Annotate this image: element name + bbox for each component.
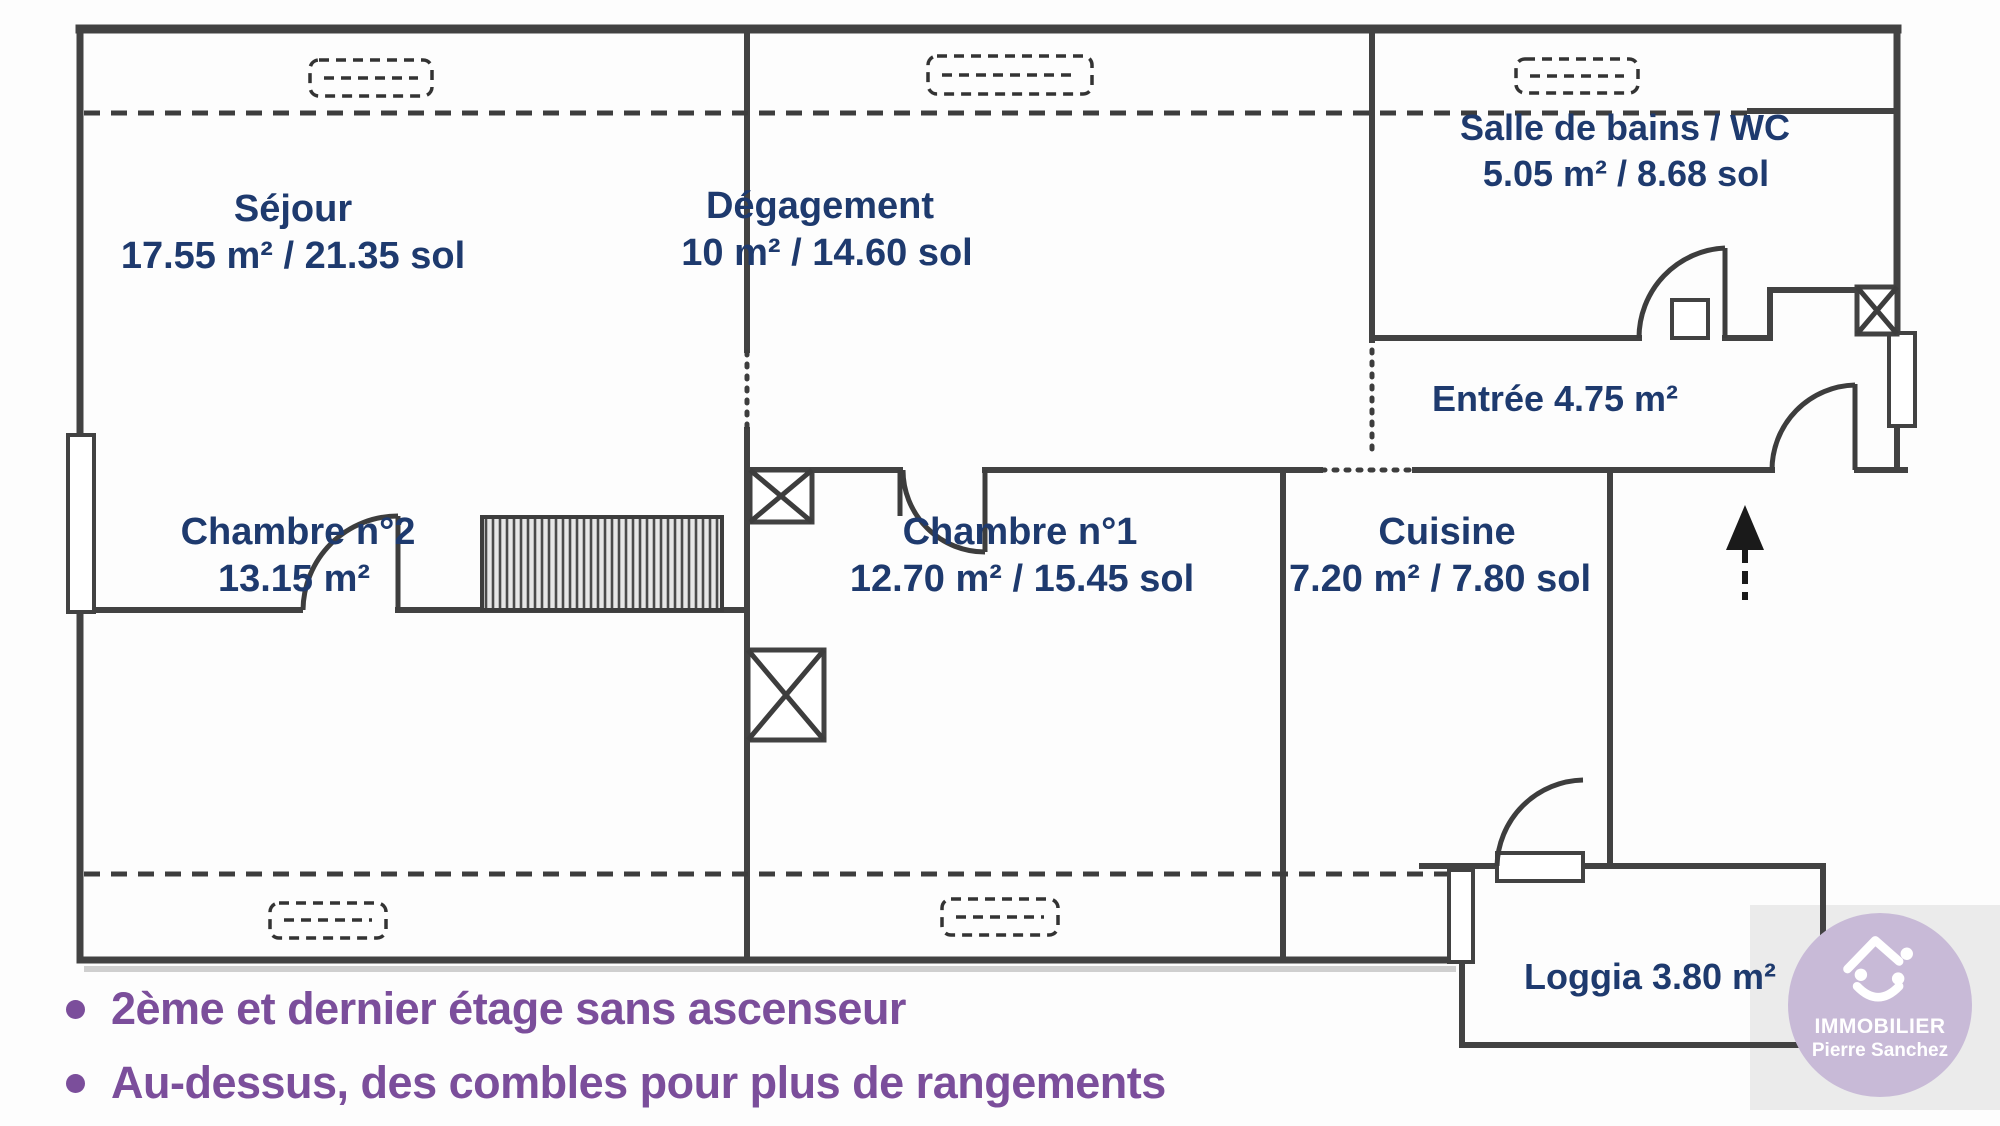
notes-list: 2ème et dernier étage sans ascenseur Au-… [66,972,1166,1120]
window-icon [66,298,1917,964]
room-name: Salle de bains / WC [1460,107,1790,148]
room-label-entree: Entrée 4.75 m² [1432,378,1678,419]
room-name: Dégagement [706,185,934,227]
room-area: 7.20 m² / 7.80 sol [1289,558,1591,600]
note-text: 2ème et dernier étage sans ascenseur [111,983,906,1034]
room-area: 5.05 m² / 8.68 sol [1483,153,1769,194]
door-arc-icon [300,245,1858,883]
agency-logo-line1: IMMOBILIER [1814,1015,1946,1038]
room-area: 12.70 m² / 15.45 sol [850,558,1194,600]
duct-shaft-icon [745,284,1900,743]
room-label-salle-de-bains: Salle de bains / WC 5.05 m² / 8.68 sol [1460,107,1790,194]
hatched-storage-icon [480,515,724,612]
room-labels: Séjour 17.55 m² / 21.35 sol Dégagement 1… [121,107,1790,997]
room-area: 10 m² / 14.60 sol [681,232,973,274]
agency-logo: IMMOBILIER Pierre Sanchez [1788,913,1972,1097]
room-label-chambre1: Chambre n°1 12.70 m² / 15.45 sol [850,511,1194,600]
room-name: Chambre n°1 [903,511,1138,553]
agency-logo-line2: Pierre Sanchez [1811,1040,1949,1061]
room-label-loggia: Loggia 3.80 m² [1524,956,1776,997]
agency-logo-house-icon [1843,936,1913,1002]
room-label-sejour: Séjour 17.55 m² / 21.35 sol [121,188,465,277]
room-name: Entrée 4.75 m² [1432,378,1678,419]
entrance-arrow-icon [1726,505,1764,600]
room-area: 13.15 m² [218,558,370,600]
dotted-walls [744,347,1416,473]
bullet-dot-icon [66,1073,85,1093]
note-item: 2ème et dernier étage sans ascenseur [66,972,1166,1046]
room-label-cuisine: Cuisine 7.20 m² / 7.80 sol [1289,511,1591,600]
room-name: Cuisine [1378,511,1515,553]
room-name: Chambre n°2 [181,511,416,553]
bullet-dot-icon [66,999,85,1019]
room-name: Loggia 3.80 m² [1524,956,1776,997]
note-text: Au-dessus, des combles pour plus de rang… [111,1057,1166,1108]
room-label-degagement: Dégagement 10 m² / 14.60 sol [681,185,973,274]
ceiling-dashed-lines [84,108,1896,877]
room-name: Séjour [234,188,352,230]
room-area: 17.55 m² / 21.35 sol [121,235,465,277]
room-label-chambre2: Chambre n°2 13.15 m² [181,511,416,600]
skylight-icon [268,54,1640,940]
note-item: Au-dessus, des combles pour plus de rang… [66,1046,1166,1120]
